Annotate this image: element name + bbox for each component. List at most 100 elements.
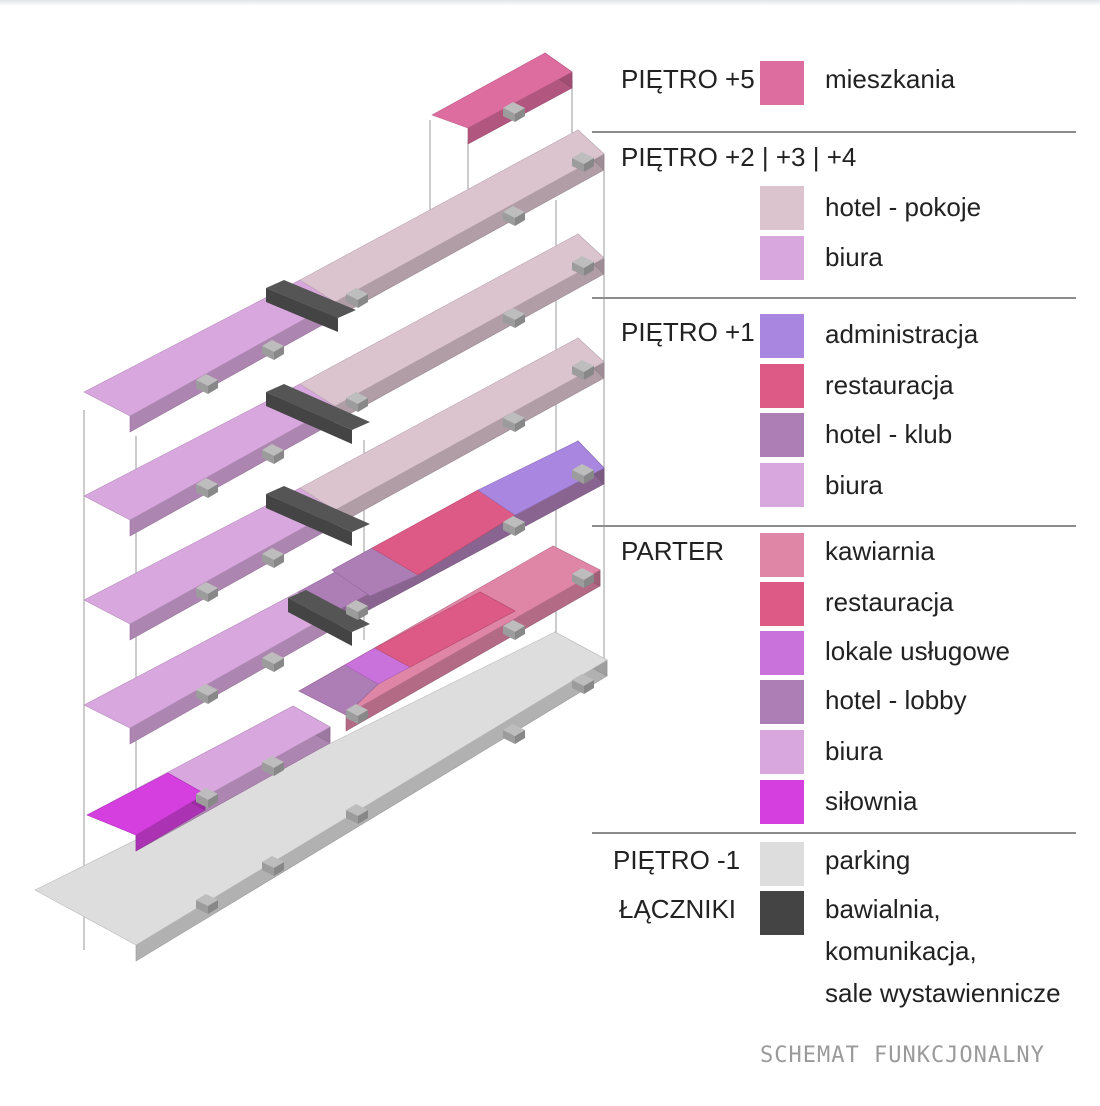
core-block-side <box>358 710 368 724</box>
floor-label-plus2-4: PIĘTRO +2 | +3 | +4 <box>621 142 857 172</box>
floor1-administracja-top-face <box>477 440 605 516</box>
core-block <box>503 620 525 632</box>
floor5-mieszkania-top-face <box>431 52 573 129</box>
floor-label-plus5: PIĘTRO +5 <box>621 64 755 94</box>
legend-divider <box>592 832 1076 834</box>
core-block-side <box>208 900 218 914</box>
swatch-mieszkania <box>760 61 804 105</box>
core-block-side <box>584 262 594 276</box>
core-block-side <box>208 588 218 602</box>
diagram-caption: SCHEMAT FUNKCJONALNY <box>760 1043 1045 1068</box>
core-block-side <box>584 158 594 172</box>
core-block <box>503 412 525 424</box>
swatch-lokale-uslugowe <box>760 631 804 675</box>
legend-divider <box>592 297 1076 299</box>
core-block-side <box>358 294 368 308</box>
legend-item-hotel-lobby: hotel - lobby <box>825 685 967 715</box>
core-block-side <box>196 690 208 704</box>
legend-item-biura: biura <box>825 470 883 500</box>
legend-item-restauracja: restauracja <box>825 370 954 400</box>
core-block-side <box>346 810 358 824</box>
swatch-parking <box>760 842 804 886</box>
legend-item-parking: parking <box>825 845 911 875</box>
swatch-restauracja <box>760 582 804 626</box>
core-block-side <box>262 554 274 568</box>
core-block-side <box>274 554 284 568</box>
core-block-side <box>515 626 525 640</box>
connector-1-front <box>288 598 352 646</box>
core-block-side <box>274 346 284 360</box>
legend-item-biura: biura <box>825 736 883 766</box>
legend-item-administracja: administracja <box>825 319 979 349</box>
core-block-side <box>358 606 368 620</box>
core-block-side <box>274 762 284 776</box>
core-block <box>572 152 594 164</box>
core-block-side <box>515 522 525 536</box>
floor3-hotel-pokoje-top-face <box>299 233 605 407</box>
floor-label-plus1: PIĘTRO +1 <box>621 317 755 347</box>
core-block <box>196 788 218 800</box>
core-block-side <box>262 346 274 360</box>
connector-4-top <box>266 280 356 318</box>
core-block <box>346 288 368 300</box>
connector-3-top <box>266 384 370 430</box>
floor-label-minus1: PIĘTRO -1 <box>613 845 741 875</box>
core-block-side <box>584 470 594 484</box>
core-block-side <box>503 522 515 536</box>
core-block-side <box>503 730 515 744</box>
legend-item-hotel-pokoje: hotel - pokoje <box>825 192 982 222</box>
core-block-side <box>515 212 525 226</box>
core-block-side <box>262 762 274 776</box>
core-block-side <box>274 450 284 464</box>
core-block <box>503 308 525 320</box>
core-block <box>196 684 218 696</box>
legend-item-kawiarnia: kawiarnia <box>825 536 935 566</box>
legend-item-silownia: siłownia <box>825 786 918 816</box>
swatch-restauracja <box>760 364 804 408</box>
core-block <box>196 894 218 906</box>
core-block <box>262 548 284 560</box>
legend-item-lokale-uslugowe: lokale usługowe <box>825 636 1011 666</box>
core-block-side <box>503 314 515 328</box>
core-block <box>196 582 218 594</box>
connector-3-front <box>266 392 352 444</box>
legend-divider <box>592 525 1076 527</box>
core-block-side <box>274 862 284 876</box>
core-block-side <box>584 680 594 694</box>
core-block <box>503 102 525 114</box>
connector-4-front <box>266 288 338 332</box>
core-block-side <box>262 862 274 876</box>
core-block-side <box>515 314 525 328</box>
core-block-side <box>208 794 218 808</box>
top-border-strip <box>0 0 1100 6</box>
core-block-side <box>346 710 358 724</box>
core-block <box>262 756 284 768</box>
core-block <box>572 256 594 268</box>
legend-item-restauracja: restauracja <box>825 587 954 617</box>
swatch-administracja <box>760 314 804 358</box>
legend-item-mieszkania: mieszkania <box>825 64 956 94</box>
core-block <box>196 478 218 490</box>
swatch-hotel-klub <box>760 413 804 457</box>
core-block-side <box>572 366 584 380</box>
core-block-side <box>584 366 594 380</box>
core-block <box>346 804 368 816</box>
core-block-side <box>208 690 218 704</box>
legend-item-biura: biura <box>825 242 883 272</box>
core-block <box>346 600 368 612</box>
swatch-laczniki <box>760 891 804 935</box>
swatch-silownia <box>760 780 804 824</box>
core-block-side <box>196 380 208 394</box>
core-block <box>572 464 594 476</box>
core-block <box>196 374 218 386</box>
core-block-side <box>503 626 515 640</box>
core-block-side <box>572 470 584 484</box>
legend-item-laczniki: bawialnia,komunikacja,sale wystawiennicz… <box>825 894 1061 1008</box>
core-block <box>503 516 525 528</box>
core-block <box>262 444 284 456</box>
core-block-side <box>262 450 274 464</box>
core-block-side <box>572 262 584 276</box>
core-block <box>346 704 368 716</box>
